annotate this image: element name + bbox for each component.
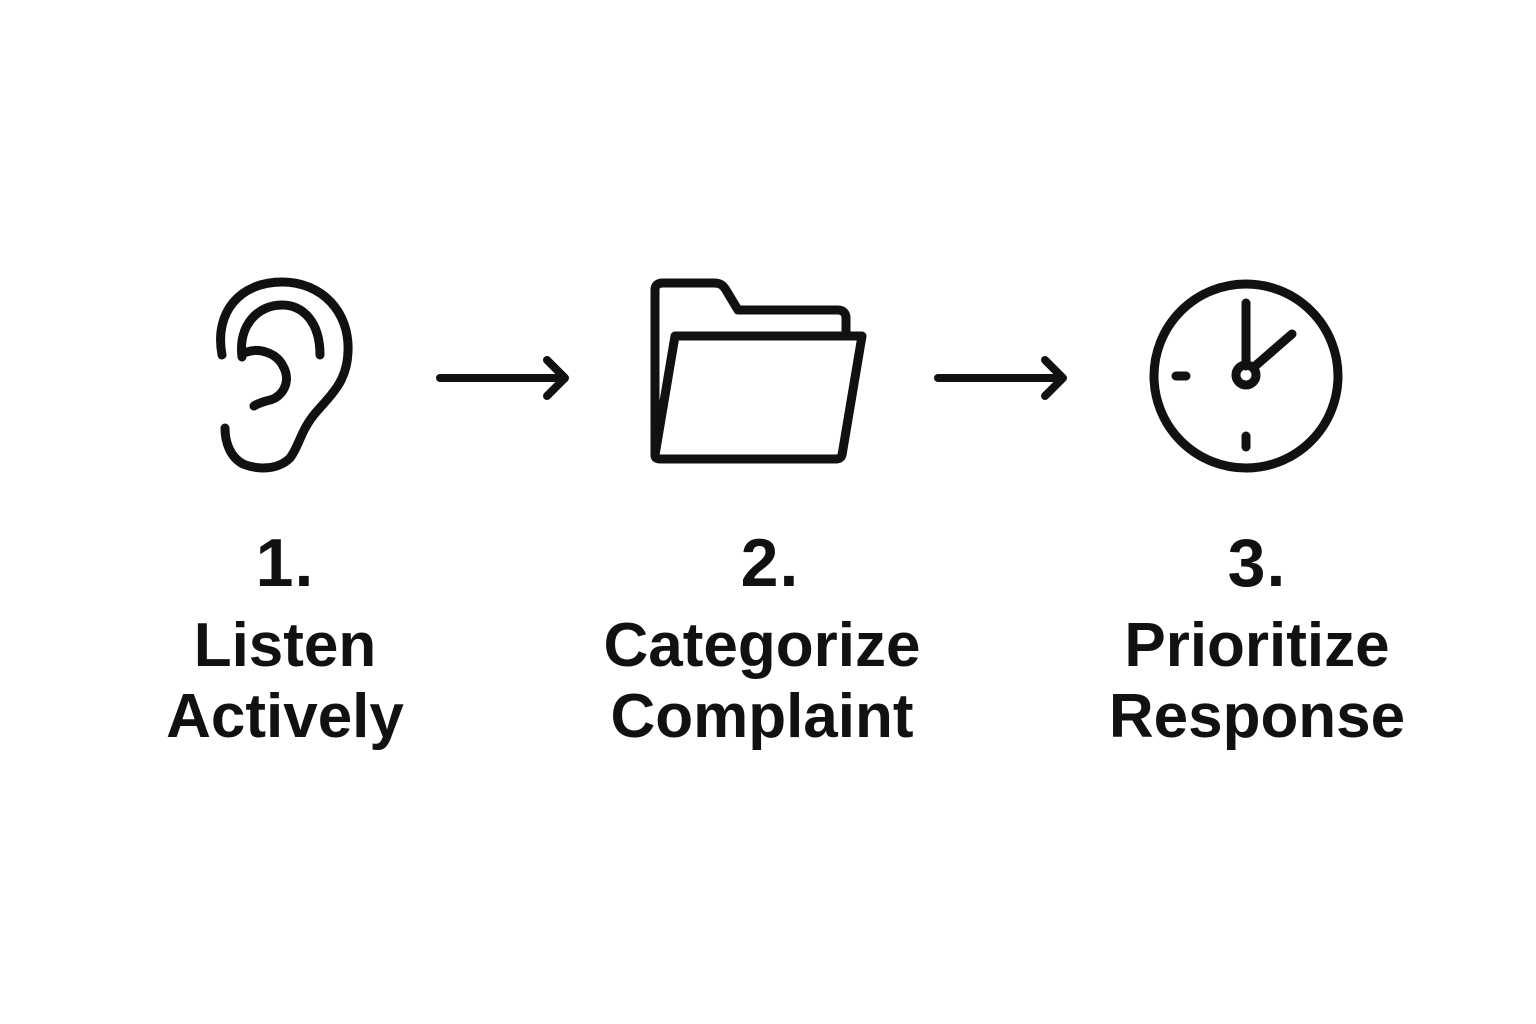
step-3-label-line-1: Prioritize (1124, 611, 1390, 680)
arrow-right-icon (930, 350, 1080, 400)
clock-icon (1140, 279, 1350, 490)
ear-icon (200, 270, 370, 480)
step-1-label-line-2: Actively (166, 682, 404, 751)
step-2-label: Categorize Complaint (532, 610, 992, 752)
step-3-label: Prioritize Response (1027, 610, 1487, 752)
folder-icon (640, 270, 880, 470)
step-2-label-line-2: Complaint (610, 682, 914, 751)
step-1-label-line-1: Listen (193, 611, 377, 680)
step-1-number: 1. (255, 525, 315, 601)
arrow-right-icon (430, 350, 580, 400)
step-2-number: 2. (740, 525, 800, 601)
step-1-label: Listen Actively (55, 610, 515, 752)
step-3-label-line-2: Response (1108, 682, 1406, 751)
step-3-number: 3. (1227, 525, 1287, 601)
step-2-label-line-1: Categorize (603, 611, 921, 680)
